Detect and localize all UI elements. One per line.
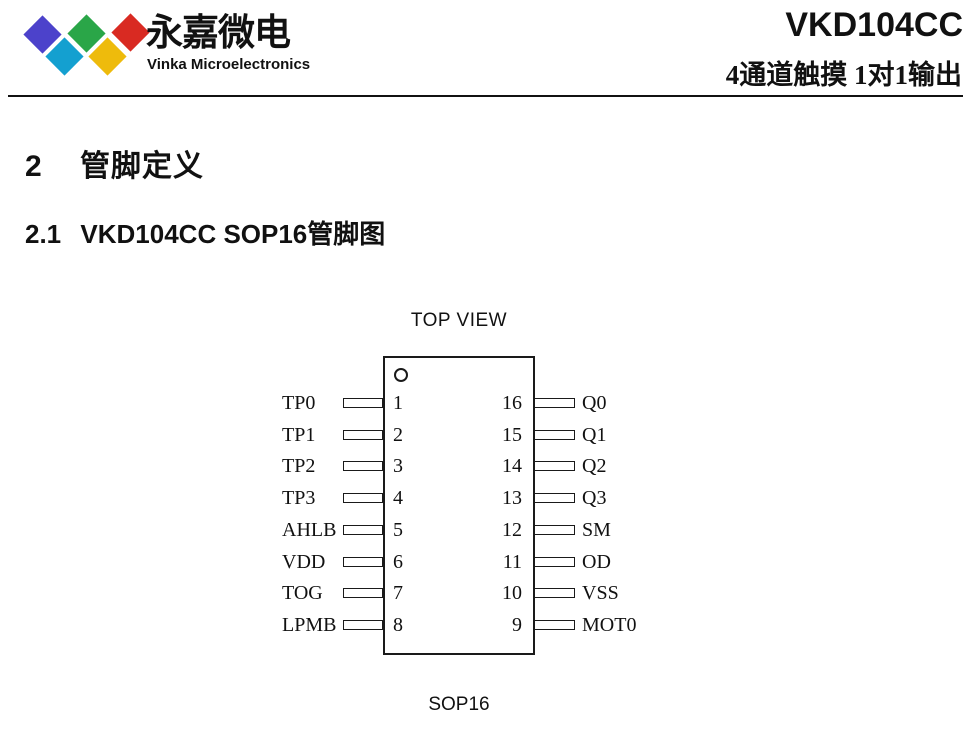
section-number: 2: [25, 150, 42, 183]
pin-row-left-4: TP3 4: [0, 487, 969, 509]
pin-name-label: VSS: [582, 582, 619, 604]
pin-lead: [343, 398, 383, 408]
brand-name-english: Vinka Microelectronics: [147, 56, 311, 73]
pin-number: 12: [502, 519, 522, 541]
pin-lead: [534, 588, 575, 598]
subsection-heading: 2.1 VKD104CC SOP16管脚图: [25, 214, 385, 251]
pin-number: 5: [393, 519, 403, 541]
pin-name-label: SM: [582, 519, 611, 541]
pin-row-left-5: AHLB 5: [0, 519, 969, 541]
pin-lead: [343, 557, 383, 567]
pin-number: 4: [393, 487, 403, 509]
pin-number: 15: [502, 424, 522, 446]
pin-number: 1: [393, 392, 403, 414]
pin-name-label: TP3: [282, 487, 316, 509]
pin-number: 6: [393, 551, 403, 573]
chip-package-outline: [383, 356, 535, 655]
pin-name-label: Q1: [582, 424, 607, 446]
pin-lead: [534, 620, 575, 630]
pin-number: 14: [502, 455, 522, 477]
pin-number: 10: [502, 582, 522, 604]
pin-row-left-8: LPMB 8: [0, 614, 969, 636]
section-title: 管脚定义: [80, 150, 205, 183]
pin-row-right-14: 14 Q2: [0, 455, 969, 477]
pin-row-right-12: 12 SM: [0, 519, 969, 541]
pin-name-label: OD: [582, 551, 611, 573]
package-name-label: SOP16: [428, 694, 490, 715]
pin-lead: [534, 493, 575, 503]
pin-lead: [343, 430, 383, 440]
pin1-indicator-icon: [394, 368, 408, 382]
pin-row-right-11: 11 OD: [0, 551, 969, 573]
pin-row-left-7: TOG 7: [0, 582, 969, 604]
pin-row-left-1: TP0 1: [0, 392, 969, 414]
part-subtitle: 4通道触摸 1对1输出: [725, 60, 962, 90]
section-heading: 2 管脚定义: [25, 141, 204, 185]
pin-name-label: Q2: [582, 455, 607, 477]
pin-number: 7: [393, 582, 403, 604]
pin-lead: [343, 461, 383, 471]
pin-lead: [343, 588, 383, 598]
pin-name-label: AHLB: [282, 519, 337, 541]
pin-name-label: Q3: [582, 487, 607, 509]
subsection-title: VKD104CC SOP16管脚图: [80, 219, 386, 249]
pin-name-label: LPMB: [282, 614, 337, 636]
pin-lead: [534, 398, 575, 408]
pin-lead: [343, 525, 383, 535]
pin-number: 8: [393, 614, 403, 636]
pin-name-label: TP2: [282, 455, 316, 477]
pin-row-right-15: 15 Q1: [0, 424, 969, 446]
pin-number: 2: [393, 424, 403, 446]
pin-name-label: TP0: [282, 392, 316, 414]
pin-row-right-13: 13 Q3: [0, 487, 969, 509]
top-view-label: TOP VIEW: [410, 310, 508, 331]
pin-number: 3: [393, 455, 403, 477]
pin-name-label: TP1: [282, 424, 316, 446]
pin-row-right-16: 16 Q0: [0, 392, 969, 414]
pin-row-left-3: TP2 3: [0, 455, 969, 477]
header-divider: [8, 95, 963, 97]
vinka-logo: [0, 0, 170, 90]
pin-lead: [534, 430, 575, 440]
pin-number: 16: [502, 392, 522, 414]
pin-number: 11: [502, 551, 522, 573]
subsection-number: 2.1: [25, 219, 62, 249]
pin-name-label: VDD: [282, 551, 326, 573]
pin-row-left-2: TP1 2: [0, 424, 969, 446]
pin-name-label: TOG: [282, 582, 323, 604]
pin-row-right-10: 10 VSS: [0, 582, 969, 604]
pin-number: 13: [502, 487, 522, 509]
logo-diamond-icon: [111, 13, 150, 52]
pin-lead: [343, 620, 383, 630]
pin-number: 9: [512, 614, 522, 636]
pin-row-right-9: 9 MOT0: [0, 614, 969, 636]
pin-name-label: MOT0: [582, 614, 637, 636]
pin-name-label: Q0: [582, 392, 607, 414]
pin-lead: [343, 493, 383, 503]
pin-lead: [534, 557, 575, 567]
brand-name-chinese: 永嘉微电: [146, 12, 291, 53]
pin-lead: [534, 461, 575, 471]
pin-row-left-6: VDD 6: [0, 551, 969, 573]
part-number-title: VKD104CC: [785, 6, 963, 44]
pin-lead: [534, 525, 575, 535]
